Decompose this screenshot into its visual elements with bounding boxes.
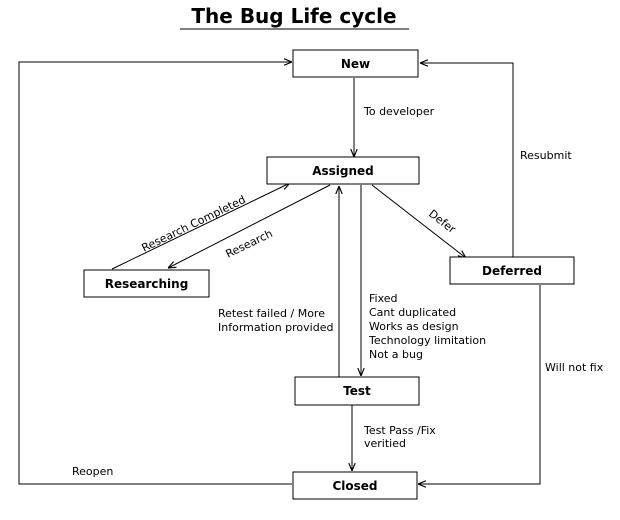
node-deferred-label: Deferred: [482, 264, 542, 278]
label-fixed-reason-5: Not a bug: [369, 348, 423, 361]
node-researching-label: Researching: [105, 277, 189, 291]
node-test-label: Test: [343, 384, 371, 398]
label-reopen: Reopen: [72, 465, 113, 478]
node-researching: Researching: [83, 269, 210, 298]
diagram-title: The Bug Life cycle: [191, 4, 396, 28]
edge-closed-to-new: [18, 62, 292, 485]
node-new: New: [292, 49, 419, 78]
label-research: Research: [224, 227, 275, 261]
label-retest-failed-line-2: Information provided: [218, 321, 333, 334]
label-retest-failed-line-1: Retest failed / More: [218, 307, 325, 320]
label-to-developer: To developer: [363, 105, 435, 118]
label-fixed-reason-1: Fixed: [369, 292, 398, 305]
label-will-not-fix: Will not fix: [545, 361, 604, 374]
node-deferred: Deferred: [449, 256, 575, 285]
edge-deferred-to-new: [420, 63, 514, 257]
node-assigned: Assigned: [266, 156, 420, 185]
node-test: Test: [294, 376, 420, 406]
node-closed: Closed: [292, 471, 418, 500]
label-fixed-reason-2: Cant duplicated: [369, 306, 456, 319]
label-fixed-reason-4: Technology limitation: [368, 334, 486, 347]
node-assigned-label: Assigned: [312, 164, 374, 178]
label-test-pass-line-1: Test Pass /Fix: [363, 424, 436, 437]
edge-assigned-to-researching: [168, 184, 331, 268]
node-new-label: New: [341, 57, 370, 71]
label-test-pass-line-2: veritied: [364, 437, 406, 450]
label-resubmit: Resubmit: [520, 149, 572, 162]
edge-deferred-to-closed: [418, 285, 541, 484]
label-defer: Defer: [426, 207, 458, 236]
edge-researching-to-assigned: [111, 183, 290, 270]
label-fixed-reason-3: Works as design: [369, 320, 459, 333]
edge-assigned-to-deferred: [371, 184, 466, 258]
node-closed-label: Closed: [332, 479, 377, 493]
